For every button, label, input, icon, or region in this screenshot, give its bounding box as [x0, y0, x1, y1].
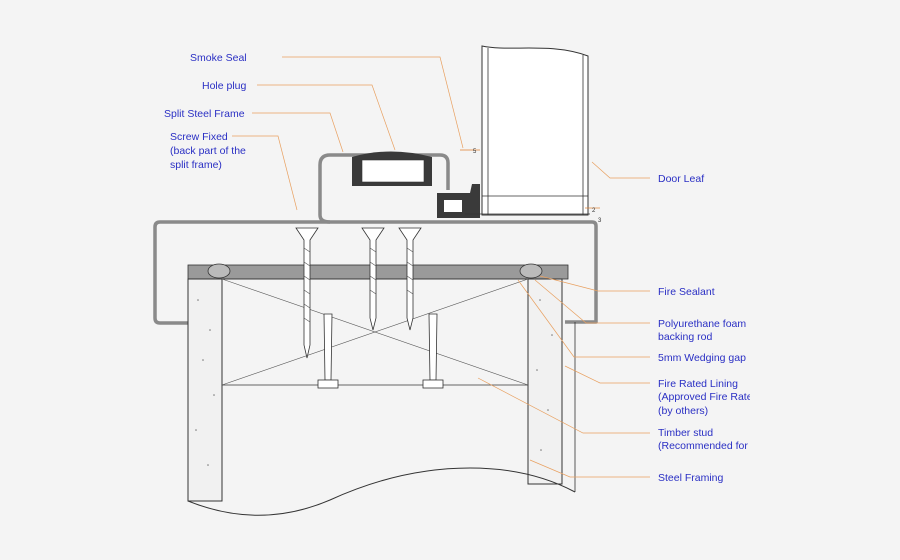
dimension-marks: 5 2 3: [460, 149, 602, 224]
dim-gap-top: 5: [473, 149, 477, 155]
label-pu-foam-1: Polyurethane foam: [658, 318, 746, 330]
crop-edge: [750, 0, 900, 560]
dim-gap-side-b: 3: [598, 218, 602, 224]
screws: [295, 227, 444, 389]
label-fire-lining-3: (by others): [658, 405, 708, 417]
label-smoke-seal: Smoke Seal: [190, 52, 247, 64]
label-split-steel-frame: Split Steel Frame: [164, 108, 245, 120]
label-door-leaf: Door Leaf: [658, 173, 704, 185]
smoke-seal: [437, 184, 590, 218]
dim-gap-side-a: 2: [592, 208, 596, 214]
label-screw-fixed-2: (back part of the: [170, 145, 246, 157]
label-timber-1: Timber stud: [658, 427, 713, 439]
label-fire-lining-2: (Approved Fire Rated: [658, 391, 759, 403]
wall-construction: [187, 264, 576, 516]
label-screw-fixed-3: split frame): [170, 159, 222, 171]
fire-sealant: [207, 263, 543, 279]
label-timber-2: (Recommended for: [658, 440, 748, 452]
annotations: Smoke Seal Hole plug Split Steel Frame S…: [164, 52, 759, 484]
label-fire-lining-1: Fire Rated Lining: [658, 378, 738, 390]
hole-plug: [352, 151, 432, 186]
leader-lines: [232, 56, 650, 478]
label-hole-plug: Hole plug: [202, 80, 247, 92]
label-wedging-gap: 5mm Wedging gap: [658, 352, 746, 364]
label-steel-framing: Steel Framing: [658, 472, 724, 484]
label-screw-fixed-1: Screw Fixed: [170, 131, 228, 143]
label-pu-foam-2: backing rod: [658, 331, 712, 343]
door-leaf: [481, 45, 589, 216]
label-fire-sealant: Fire Sealant: [658, 286, 715, 298]
